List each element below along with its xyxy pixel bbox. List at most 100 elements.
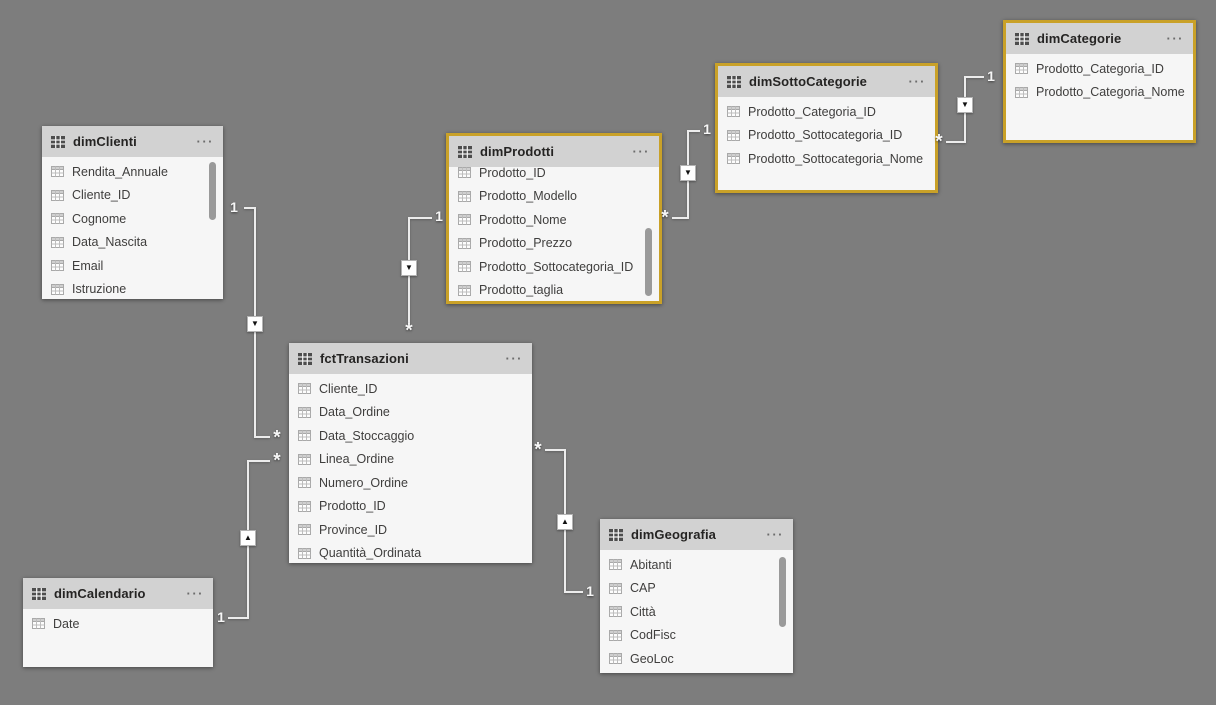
more-options-icon[interactable]: ··· <box>632 143 650 159</box>
field-grid-icon <box>1015 63 1028 75</box>
table-icon <box>727 75 741 88</box>
table-header[interactable]: dimGeografia··· <box>600 519 793 550</box>
field-grid-icon <box>51 236 64 248</box>
table-title: dimProdotti <box>480 144 555 159</box>
cardinality-many-label: * <box>935 131 943 153</box>
field-row[interactable]: Cliente_ID <box>42 184 223 208</box>
field-label: Data_Ordine <box>319 405 390 420</box>
cardinality-one-label: 1 <box>586 583 594 599</box>
field-row[interactable]: Prodotto_Categoria_Nome <box>1006 81 1193 105</box>
field-grid-icon <box>458 237 471 249</box>
relationship-line[interactable] <box>408 217 432 323</box>
field-label: Istruzione <box>72 282 127 297</box>
scrollbar-thumb[interactable] <box>779 557 786 627</box>
field-row[interactable]: Data_Ordine <box>289 401 532 425</box>
field-row[interactable]: CAP <box>600 577 793 601</box>
field-label: Prodotto_Nome <box>479 212 567 227</box>
field-grid-icon <box>609 559 622 571</box>
field-row[interactable]: Istruzione <box>42 278 223 300</box>
table-header[interactable]: dimProdotti ··· <box>449 136 659 167</box>
more-options-icon[interactable]: ··· <box>505 350 523 366</box>
field-row[interactable]: Prodotto_ID <box>449 167 659 185</box>
field-label: Cognome <box>72 211 127 226</box>
table-card-dimCalendario[interactable]: dimCalendario··· Date <box>23 578 213 667</box>
field-row[interactable]: Prodotto_Modello <box>449 185 659 209</box>
cardinality-many-label: * <box>273 450 281 472</box>
field-row[interactable]: Prodotto_Prezzo <box>449 232 659 256</box>
more-options-icon[interactable]: ··· <box>908 73 926 89</box>
cardinality-many-label: * <box>661 207 669 229</box>
field-grid-icon <box>609 653 622 665</box>
field-grid-icon <box>458 284 471 296</box>
field-row[interactable]: Prodotto_Nome <box>449 208 659 232</box>
field-label: Data_Nascita <box>72 235 148 250</box>
field-row[interactable]: Data_Stoccaggio <box>289 424 532 448</box>
filter-arrow-down-icon: ▼ <box>247 316 263 332</box>
field-label: Data_Stoccaggio <box>319 428 415 443</box>
field-row[interactable]: Prodotto_Sottocategoria_ID <box>449 255 659 279</box>
table-header[interactable]: dimCategorie··· <box>1006 23 1193 54</box>
filter-arrow-down-icon: ▼ <box>401 260 417 276</box>
table-header[interactable]: dimCalendario··· <box>23 578 213 609</box>
more-options-icon[interactable]: ··· <box>766 526 784 542</box>
field-label: GeoLoc <box>630 651 674 666</box>
field-label: Città <box>630 604 656 619</box>
field-label: Prodotto_Categoria_Nome <box>1036 85 1185 100</box>
field-grid-icon <box>298 383 311 395</box>
cardinality-many-label: * <box>273 427 281 449</box>
field-row[interactable]: Rendita_Annuale <box>42 160 223 184</box>
field-row[interactable]: Quantità_Ordinata <box>289 542 532 564</box>
field-row[interactable]: Città <box>600 600 793 624</box>
more-options-icon[interactable]: ··· <box>1166 30 1184 46</box>
field-row[interactable]: Cliente_ID <box>289 377 532 401</box>
field-row[interactable]: Prodotto_Sottocategoria_Nome <box>718 147 935 171</box>
table-header[interactable]: dimSottoCategorie··· <box>718 66 935 97</box>
field-list: Prodotto_Categoria_ID Prodotto_Sottocateg… <box>718 97 935 171</box>
field-row[interactable]: Data_Nascita <box>42 231 223 255</box>
field-grid-icon <box>458 190 471 202</box>
table-header[interactable]: fctTransazioni··· <box>289 343 532 374</box>
field-label: Prodotto_taglia <box>479 283 564 298</box>
field-row[interactable]: Province_ID <box>289 518 532 542</box>
more-options-icon[interactable]: ··· <box>186 585 204 601</box>
table-card-dimProdotti[interactable]: dimProdotti ··· Prodotto_ID Prodotto_Modell… <box>446 133 662 304</box>
field-grid-icon <box>51 260 64 272</box>
field-list: Date <box>23 609 213 636</box>
field-row[interactable]: Prodotto_Sottocategoria_ID <box>718 124 935 148</box>
field-row[interactable]: Date <box>23 612 213 636</box>
scrollbar-thumb[interactable] <box>209 162 216 220</box>
table-card-dimSottoCategorie[interactable]: dimSottoCategorie···Prodotto_Categoria_I… <box>715 63 938 193</box>
table-icon <box>51 135 65 148</box>
field-grid-icon <box>51 189 64 201</box>
cardinality-one-label: 1 <box>703 121 711 137</box>
field-label: Prodotto_Modello <box>479 189 577 204</box>
field-row[interactable]: Email <box>42 254 223 278</box>
cardinality-one-label: 1 <box>230 199 238 215</box>
field-label: Prodotto_Categoria_ID <box>748 104 876 119</box>
more-options-icon[interactable]: ··· <box>196 133 214 149</box>
scrollbar-thumb[interactable] <box>645 228 652 296</box>
field-grid-icon <box>51 213 64 225</box>
field-row[interactable]: Abitanti <box>600 553 793 577</box>
field-grid-icon <box>609 629 622 641</box>
field-grid-icon <box>32 618 45 630</box>
field-row[interactable]: Prodotto_Categoria_ID <box>718 100 935 124</box>
field-row[interactable]: Numero_Ordine <box>289 471 532 495</box>
field-row[interactable]: CodFisc <box>600 624 793 648</box>
field-row[interactable]: Prodotto_taglia <box>449 279 659 302</box>
field-row[interactable]: Prodotto_Categoria_ID <box>1006 57 1193 81</box>
table-card-dimCategorie[interactable]: dimCategorie··· Prodotto_Categoria_ID Prod… <box>1003 20 1196 143</box>
field-grid-icon <box>298 477 311 489</box>
field-grid-icon <box>51 166 64 178</box>
field-row[interactable]: Cognome <box>42 207 223 231</box>
field-row[interactable]: GeoLoc <box>600 647 793 671</box>
field-row[interactable]: Prodotto_ID <box>289 495 532 519</box>
table-header[interactable]: dimClienti··· <box>42 126 223 157</box>
field-row[interactable]: Linea_Ordine <box>289 448 532 472</box>
